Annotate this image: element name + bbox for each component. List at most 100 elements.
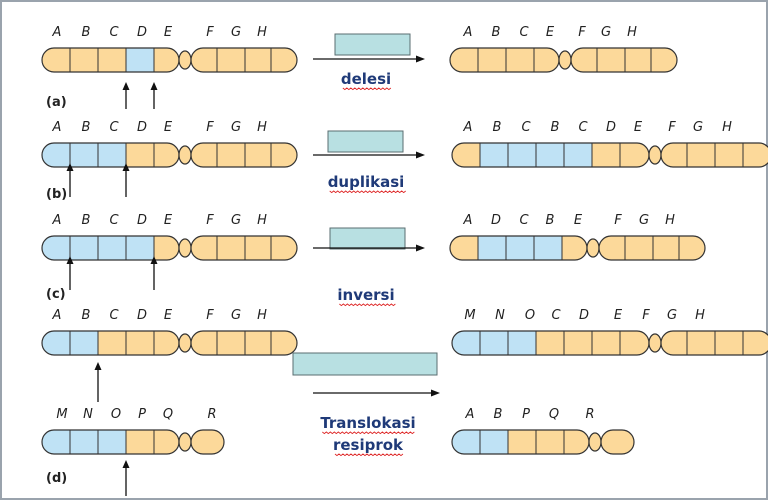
chromosome-band bbox=[452, 331, 480, 355]
gene-label: E bbox=[634, 120, 643, 135]
chromosome-band bbox=[271, 143, 297, 167]
gene-label: F bbox=[614, 213, 622, 228]
gene-label: A bbox=[463, 25, 473, 40]
gene-label: C bbox=[109, 213, 119, 228]
breakpoint-arrow bbox=[150, 256, 158, 290]
process-box bbox=[334, 33, 411, 56]
chromosome-band bbox=[70, 236, 98, 260]
mutation-label: resiprok bbox=[333, 436, 404, 454]
gene-label: B bbox=[82, 213, 91, 228]
process-arrow bbox=[313, 244, 425, 252]
gene-label: F bbox=[642, 308, 650, 323]
chromosome-band bbox=[245, 331, 271, 355]
chromosome-band bbox=[271, 48, 297, 72]
gene-label: B bbox=[546, 213, 555, 228]
gene-label: E bbox=[164, 213, 173, 228]
chromosome-band bbox=[154, 143, 179, 167]
gene-label: G bbox=[693, 120, 703, 135]
chromosome-band bbox=[478, 48, 506, 72]
chromosome-band bbox=[571, 48, 597, 72]
gene-label: R bbox=[207, 407, 216, 422]
gene-label: M bbox=[464, 308, 475, 323]
gene-label: O bbox=[111, 407, 121, 422]
chromosome-band bbox=[154, 48, 179, 72]
gene-label: D bbox=[606, 120, 616, 135]
chromosome-arm bbox=[191, 236, 297, 260]
arm-outline bbox=[190, 235, 298, 261]
gene-label: E bbox=[546, 25, 555, 40]
centromere bbox=[178, 432, 192, 452]
chromosome-band bbox=[98, 331, 126, 355]
gene-label: D bbox=[137, 213, 147, 228]
chromosome-band bbox=[508, 143, 536, 167]
gene-label: G bbox=[231, 120, 241, 135]
chromosome-band bbox=[506, 236, 534, 260]
gene-label: H bbox=[722, 120, 732, 135]
chromosome-band bbox=[42, 143, 70, 167]
mutation-label: inversi bbox=[337, 286, 394, 304]
gene-label: P bbox=[522, 407, 530, 422]
chromosome-band bbox=[599, 236, 625, 260]
gene-label: O bbox=[525, 308, 535, 323]
gene-label: B bbox=[493, 120, 502, 135]
mutation-label: duplikasi bbox=[328, 173, 405, 191]
centromere bbox=[586, 238, 600, 258]
gene-label: G bbox=[639, 213, 649, 228]
chromosome-arm bbox=[452, 331, 649, 355]
gene-label: F bbox=[206, 25, 214, 40]
chromosome-band bbox=[42, 236, 70, 260]
chromosome-band bbox=[70, 48, 98, 72]
gene-label: N bbox=[495, 308, 505, 323]
chromosome-band bbox=[715, 331, 743, 355]
chromosome-band bbox=[271, 331, 297, 355]
chromosome-band bbox=[679, 236, 705, 260]
chromosome-arm bbox=[42, 430, 179, 454]
gene-label: D bbox=[579, 308, 589, 323]
chromosome-band bbox=[601, 430, 634, 454]
centromere bbox=[178, 145, 192, 165]
process-box bbox=[329, 227, 406, 250]
gene-label: G bbox=[231, 308, 241, 323]
gene-label: D bbox=[137, 120, 147, 135]
chromosome-arm bbox=[599, 236, 705, 260]
gene-label: H bbox=[257, 308, 267, 323]
chromosome-band bbox=[42, 331, 70, 355]
gene-label: D bbox=[137, 25, 147, 40]
chromosome-band bbox=[620, 143, 649, 167]
gene-label: G bbox=[231, 25, 241, 40]
gene-label: D bbox=[137, 308, 147, 323]
gene-label: E bbox=[164, 120, 173, 135]
gene-label: F bbox=[206, 120, 214, 135]
spellcheck-underline bbox=[329, 190, 406, 194]
arm-outline bbox=[660, 330, 768, 356]
gene-label: H bbox=[695, 308, 705, 323]
gene-label: A bbox=[52, 120, 62, 135]
spellcheck-underline bbox=[342, 87, 392, 91]
chromosome-band bbox=[217, 331, 245, 355]
process-arrow bbox=[313, 55, 425, 63]
chromosome-band bbox=[70, 331, 98, 355]
breakpoint-arrow bbox=[94, 362, 102, 402]
chromosome-mutated-2 bbox=[449, 235, 706, 261]
chromosome-arm bbox=[42, 143, 179, 167]
gene-label: H bbox=[257, 120, 267, 135]
chromosome-arm bbox=[571, 48, 677, 72]
chromosome-band bbox=[743, 143, 768, 167]
arm-outline bbox=[190, 330, 298, 356]
gene-label: A bbox=[465, 407, 475, 422]
breakpoint-arrow bbox=[150, 82, 158, 109]
chromosome-band bbox=[245, 48, 271, 72]
chromosome-band bbox=[653, 236, 679, 260]
gene-label: A bbox=[52, 25, 62, 40]
chromosome-arm bbox=[42, 48, 179, 72]
chromosome-mutated-4 bbox=[451, 429, 635, 455]
gene-label: F bbox=[206, 308, 214, 323]
chromosome-band bbox=[126, 430, 154, 454]
chromosome-band bbox=[98, 430, 126, 454]
chromosome-original-4 bbox=[41, 429, 225, 455]
chromosome-original-0 bbox=[41, 47, 298, 73]
chromosome-band bbox=[452, 143, 480, 167]
